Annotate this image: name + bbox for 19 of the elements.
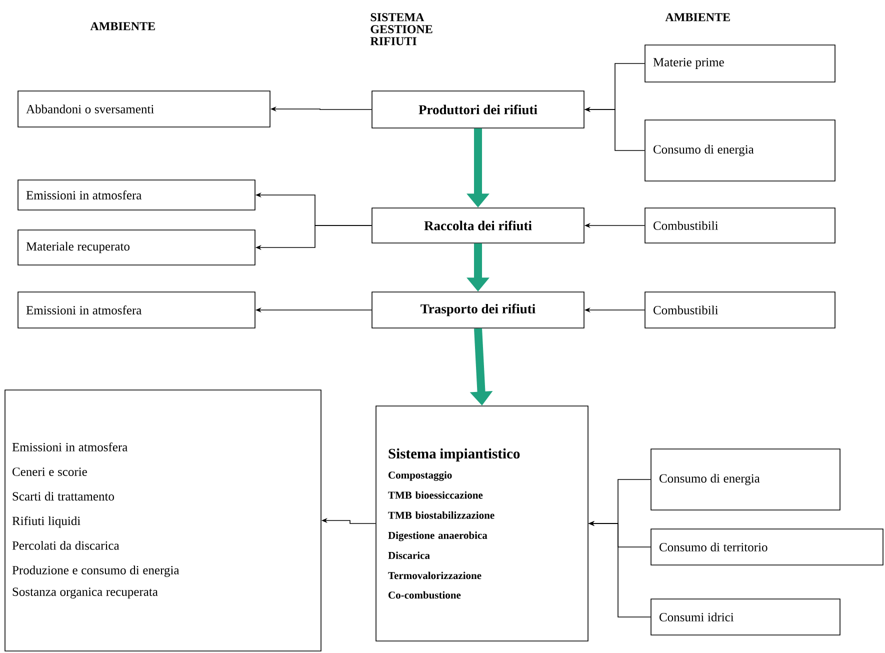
input-output-box: Consumo di energia	[644, 120, 836, 182]
input-output-box: Combustibili	[644, 292, 836, 328]
column-heading: AMBIENTE	[665, 13, 730, 22]
input-output-box: Emissioni in atmosfera	[18, 180, 256, 210]
input-output-box: Abbandoni o sversamenti	[18, 90, 270, 128]
process-box: Raccolta dei rifiuti	[372, 208, 584, 244]
input-output-box: Materie prime	[644, 44, 836, 82]
input-output-box: Consumi idrici	[650, 598, 840, 636]
process-box: Produttori dei rifiuti	[372, 90, 584, 128]
process-box: Trasporto dei rifiuti	[372, 292, 584, 328]
input-output-box: Combustibili	[644, 208, 836, 244]
input-output-box: Materiale recuperato	[18, 230, 256, 266]
process-box: Sistema impiantistico Compostaggio TMB bioessiccazione TMB biostabilizzazione Digestione anaerobica Discarica Termovalorizzazione Co-combustione	[376, 406, 588, 642]
column-heading: SISTEMA GESTIONE RIFIUTI	[370, 13, 432, 46]
input-output-box: Emissioni in atmosfera	[18, 292, 256, 328]
input-output-box: Consumo di territorio	[650, 528, 884, 566]
output-list-box: Emissioni in atmosfera Ceneri e scorie Scarti di trattamento Rifiuti liquidi Percolati da discarica Produzione e consumo di energia Sostanza organica recuperata	[4, 390, 322, 652]
input-output-box: Consumo di energia	[650, 448, 840, 510]
column-heading: AMBIENTE	[90, 22, 155, 30]
